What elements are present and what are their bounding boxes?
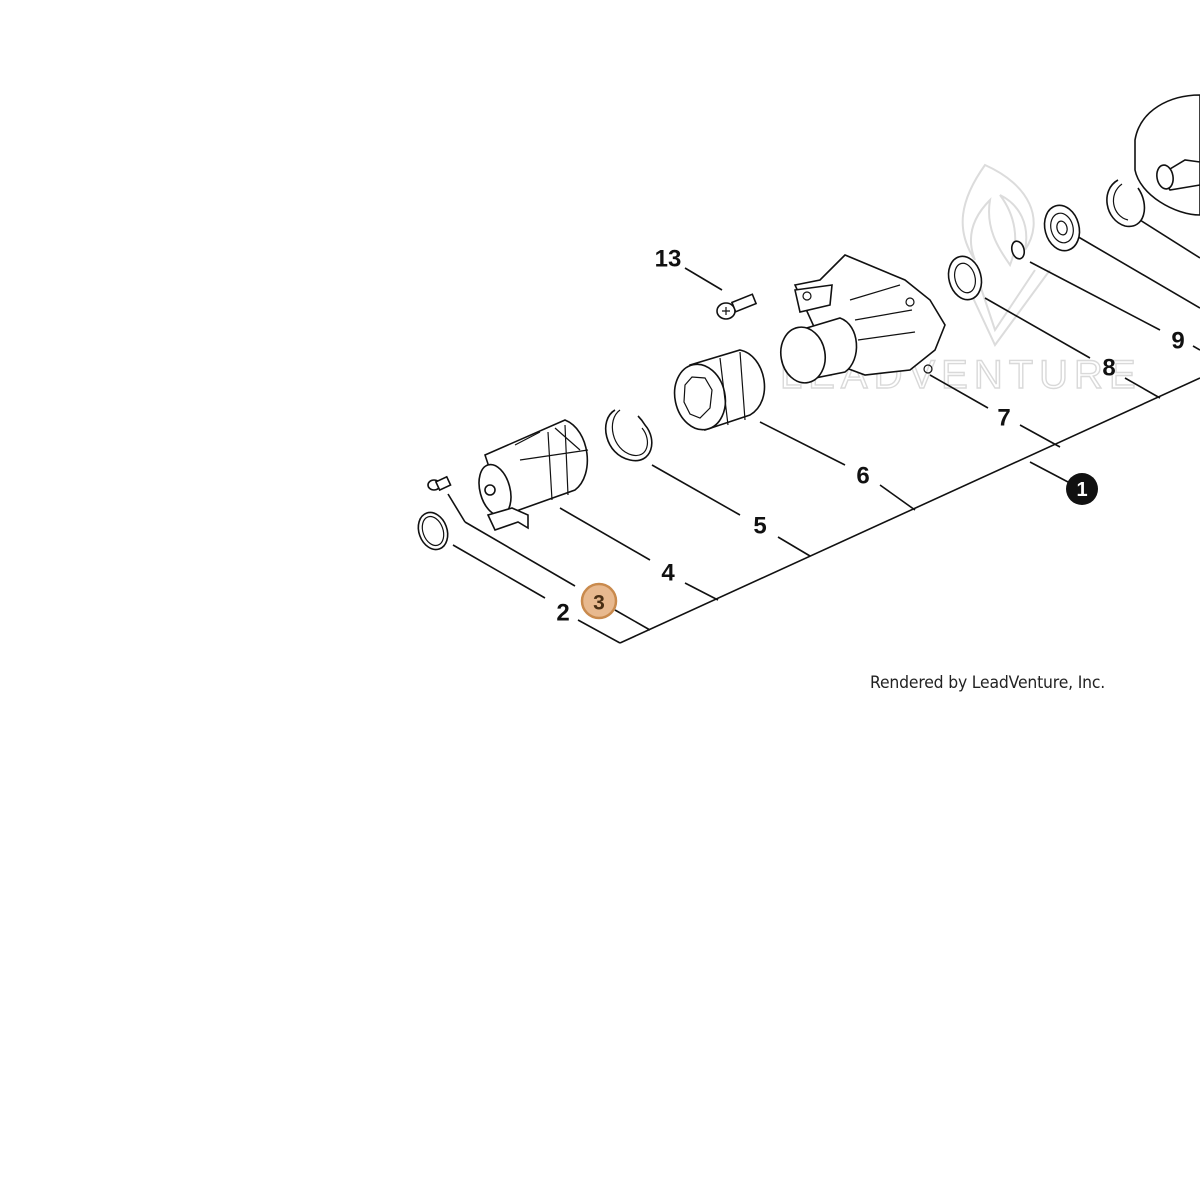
callout-6[interactable]: 6 [856, 463, 869, 490]
leader-lines [447, 219, 1200, 644]
part-7-housing [779, 254, 946, 384]
flame-logo-icon [959, 163, 1051, 347]
render-credit: Rendered by LeadVenture, Inc. [870, 673, 1106, 693]
callout-5[interactable]: 5 [753, 513, 766, 540]
upper-snap-ring [1106, 179, 1146, 228]
callout-8[interactable]: 8 [1102, 355, 1115, 382]
callout-1-badge[interactable]: 1 [1066, 473, 1098, 505]
part-13-screw [716, 293, 758, 320]
callout-3-highlight[interactable]: 3 [580, 582, 618, 620]
clutch-drum [1134, 94, 1200, 216]
callout-7[interactable]: 7 [997, 405, 1010, 432]
part-5-snap-ring [604, 409, 653, 462]
part-6-sleeve [673, 349, 766, 432]
part-2-o-ring [417, 511, 449, 551]
callout-9[interactable]: 9 [1171, 328, 1184, 355]
part-8-oil-seal [947, 255, 983, 301]
part-4-coupler [478, 419, 589, 531]
part-9-ring [1010, 240, 1026, 260]
callout-labels: 2 3 4 5 6 7 8 9 13 1 [556, 246, 1184, 627]
callout-4[interactable]: 4 [661, 560, 675, 587]
callout-3[interactable]: 3 [593, 592, 605, 615]
part-3-screw [427, 475, 452, 492]
callout-13[interactable]: 13 [655, 246, 682, 273]
callout-2[interactable]: 2 [556, 600, 569, 627]
callout-1[interactable]: 1 [1076, 479, 1087, 501]
ball-bearing [1043, 204, 1081, 252]
